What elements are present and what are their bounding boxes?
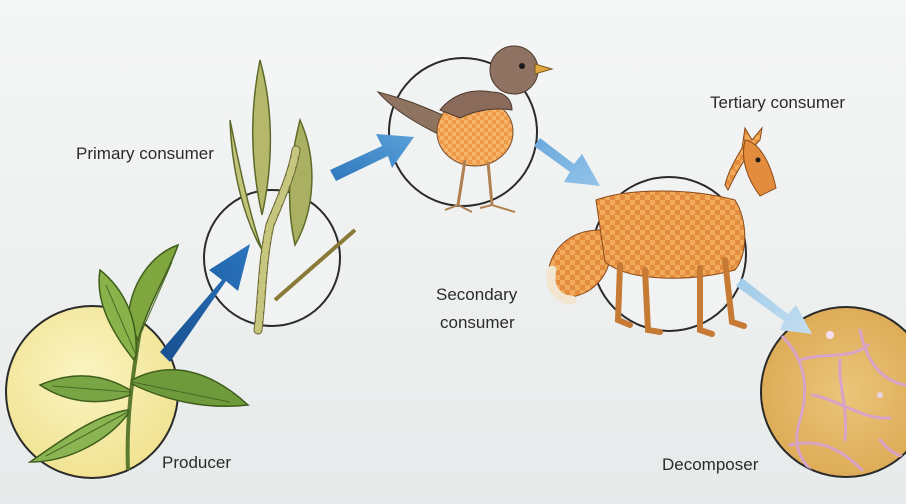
arrow-secondary-to-tertiary: [534, 138, 600, 186]
arrow-tertiary-to-decomposer: [736, 278, 812, 334]
primary-consumer-node: [204, 60, 355, 330]
secondary-consumer-node: [378, 46, 552, 212]
decomposer-node: [761, 307, 906, 477]
decomposer-circle: [761, 307, 906, 477]
secondary-consumer-label-line2: consumer: [440, 312, 515, 334]
producer-label: Producer: [162, 452, 231, 474]
primary-consumer-label: Primary consumer: [76, 143, 214, 165]
secondary-consumer-label-line1: Secondary: [436, 284, 517, 306]
tertiary-consumer-label: Tertiary consumer: [710, 92, 845, 114]
decomposer-label: Decomposer: [662, 454, 758, 476]
